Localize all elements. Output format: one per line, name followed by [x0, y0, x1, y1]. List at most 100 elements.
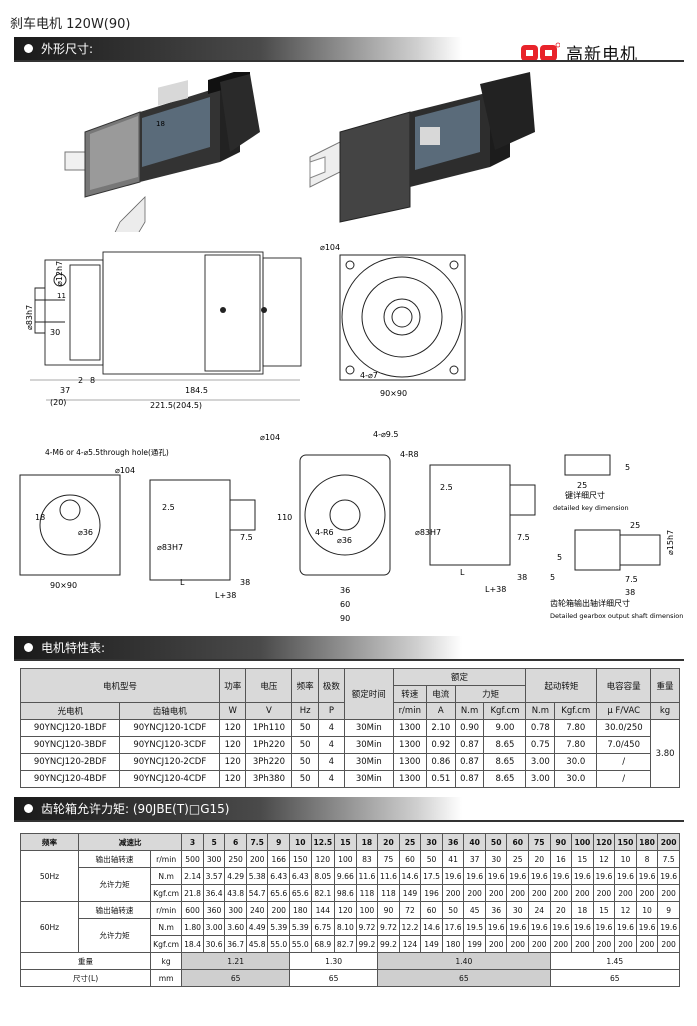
table-cell: 200: [614, 935, 637, 953]
table-cell: 25: [506, 850, 530, 868]
table-cell: 30Min: [344, 770, 394, 788]
table-cell: 15: [571, 850, 594, 868]
table-cell: 36.7: [224, 935, 247, 953]
dim-label: 38: [240, 578, 250, 587]
dim-label: 38: [517, 573, 527, 582]
table-cell: 15: [334, 833, 357, 851]
section-label: 电机特性表:: [41, 641, 106, 655]
table-cell: 10: [289, 833, 312, 851]
table-cell: 43.8: [224, 884, 247, 902]
table-cell: 1300: [392, 736, 427, 754]
table-cell: 50: [484, 833, 508, 851]
table-cell: 尺寸(L): [20, 969, 151, 987]
table-cell: 9: [657, 901, 680, 919]
dim-label: 90×90: [50, 581, 77, 590]
table-cell: 100: [334, 850, 357, 868]
dim-label: ⌀83H7: [157, 543, 183, 552]
table-cell: 120: [219, 719, 247, 737]
unit-cell: P: [317, 702, 346, 720]
divider: [14, 820, 684, 822]
table-cell: 18.4: [181, 935, 204, 953]
section-label: 齿轮箱允许力矩: (90JBE(T)□G15): [41, 802, 230, 816]
table-cell: 8.05: [310, 867, 336, 885]
dim-label: ⌀104: [115, 466, 135, 475]
table-cell: 1Ph110: [245, 719, 293, 737]
table-cell: 55.0: [289, 935, 312, 953]
dim-label: ⌀83h7: [25, 305, 34, 330]
table-cell: mm: [149, 969, 183, 987]
table-cell: 7.0/450: [596, 736, 652, 754]
table-cell: 0.78: [525, 719, 556, 737]
table-cell: 3.57: [202, 867, 226, 885]
table-cell: 1300: [392, 719, 427, 737]
table-cell: 150: [289, 850, 312, 868]
col-header: 电压: [245, 668, 293, 703]
unit-cell: W: [219, 702, 247, 720]
table-cell: 200: [635, 935, 659, 953]
table-cell: 19.6: [592, 918, 616, 936]
table-cell: 200: [506, 935, 530, 953]
table-cell: 16: [549, 850, 573, 868]
unit-cell: r/min: [392, 702, 427, 720]
col-header: 电流: [425, 685, 456, 703]
dim-label: (20): [50, 398, 66, 407]
table-cell: 83: [355, 850, 379, 868]
table-cell: 18: [355, 833, 379, 851]
table-cell: 250: [224, 850, 247, 868]
dim-label: 221.5(204.5): [150, 401, 202, 410]
table-cell: 0.86: [425, 753, 456, 771]
table-cell: 重量: [20, 952, 151, 970]
table-cell: 50: [291, 770, 319, 788]
table-cell: 90YNCJ120-4CDF: [119, 770, 221, 788]
table-cell: 30: [484, 850, 508, 868]
table-cell: 14.6: [420, 918, 443, 936]
table-cell: 118: [355, 884, 379, 902]
bullet-icon: [24, 643, 33, 652]
table-cell: 200: [592, 884, 616, 902]
dim-label: detailed key dimension: [553, 504, 629, 512]
table-cell: 120: [310, 850, 336, 868]
page-title: 刹车电机 120W(90): [10, 17, 131, 32]
table-cell: 6.43: [267, 867, 291, 885]
table-cell: 9.66: [334, 867, 357, 885]
table-cell: 200: [657, 833, 680, 851]
table-cell: 30Min: [344, 736, 394, 754]
dim-label: 7.5: [517, 533, 530, 542]
table-cell: 9.00: [483, 719, 527, 737]
table-cell: 1.80: [181, 918, 204, 936]
col-header: 额定时间: [344, 668, 394, 720]
table-cell: 5.38: [245, 867, 269, 885]
table-cell: /: [596, 753, 652, 771]
table-cell: 50: [291, 753, 319, 771]
divider: [14, 659, 684, 661]
table-cell: 19.6: [463, 867, 486, 885]
drawing-side-view: ⌀12h7 ⌀83h7 30 11 2 8 37 (20) 184.5 221.…: [25, 251, 302, 410]
table-cell: 55.0: [267, 935, 291, 953]
table-cell: 10: [635, 901, 659, 919]
table-cell: Kgf.cm: [149, 884, 183, 902]
dim-label: 36: [340, 586, 350, 595]
dim-label: 38: [625, 588, 635, 597]
drawing-front-view: ⌀104 4-⌀7 90×90: [320, 243, 466, 398]
table-cell: 19.6: [441, 867, 465, 885]
dim-label: ⌀12h7: [55, 261, 64, 286]
nameplate-icon: [158, 80, 188, 106]
dim-label: ⌀104: [320, 243, 340, 252]
table-cell: 3.00: [525, 770, 556, 788]
table-cell: 196: [420, 884, 443, 902]
table-cell: 30Min: [344, 719, 394, 737]
table-cell: 50Hz: [20, 850, 79, 902]
table-cell: 40: [463, 833, 486, 851]
table-cell: 65: [549, 969, 681, 987]
dim-label: ⌀36: [78, 528, 93, 537]
table-cell: 6: [224, 833, 247, 851]
unit-cell: μ F/VAC: [596, 702, 652, 720]
table-cell: 19.6: [614, 867, 637, 885]
table-cell: 200: [506, 884, 530, 902]
table-cell: 120: [592, 833, 616, 851]
table-cell: 240: [245, 901, 269, 919]
